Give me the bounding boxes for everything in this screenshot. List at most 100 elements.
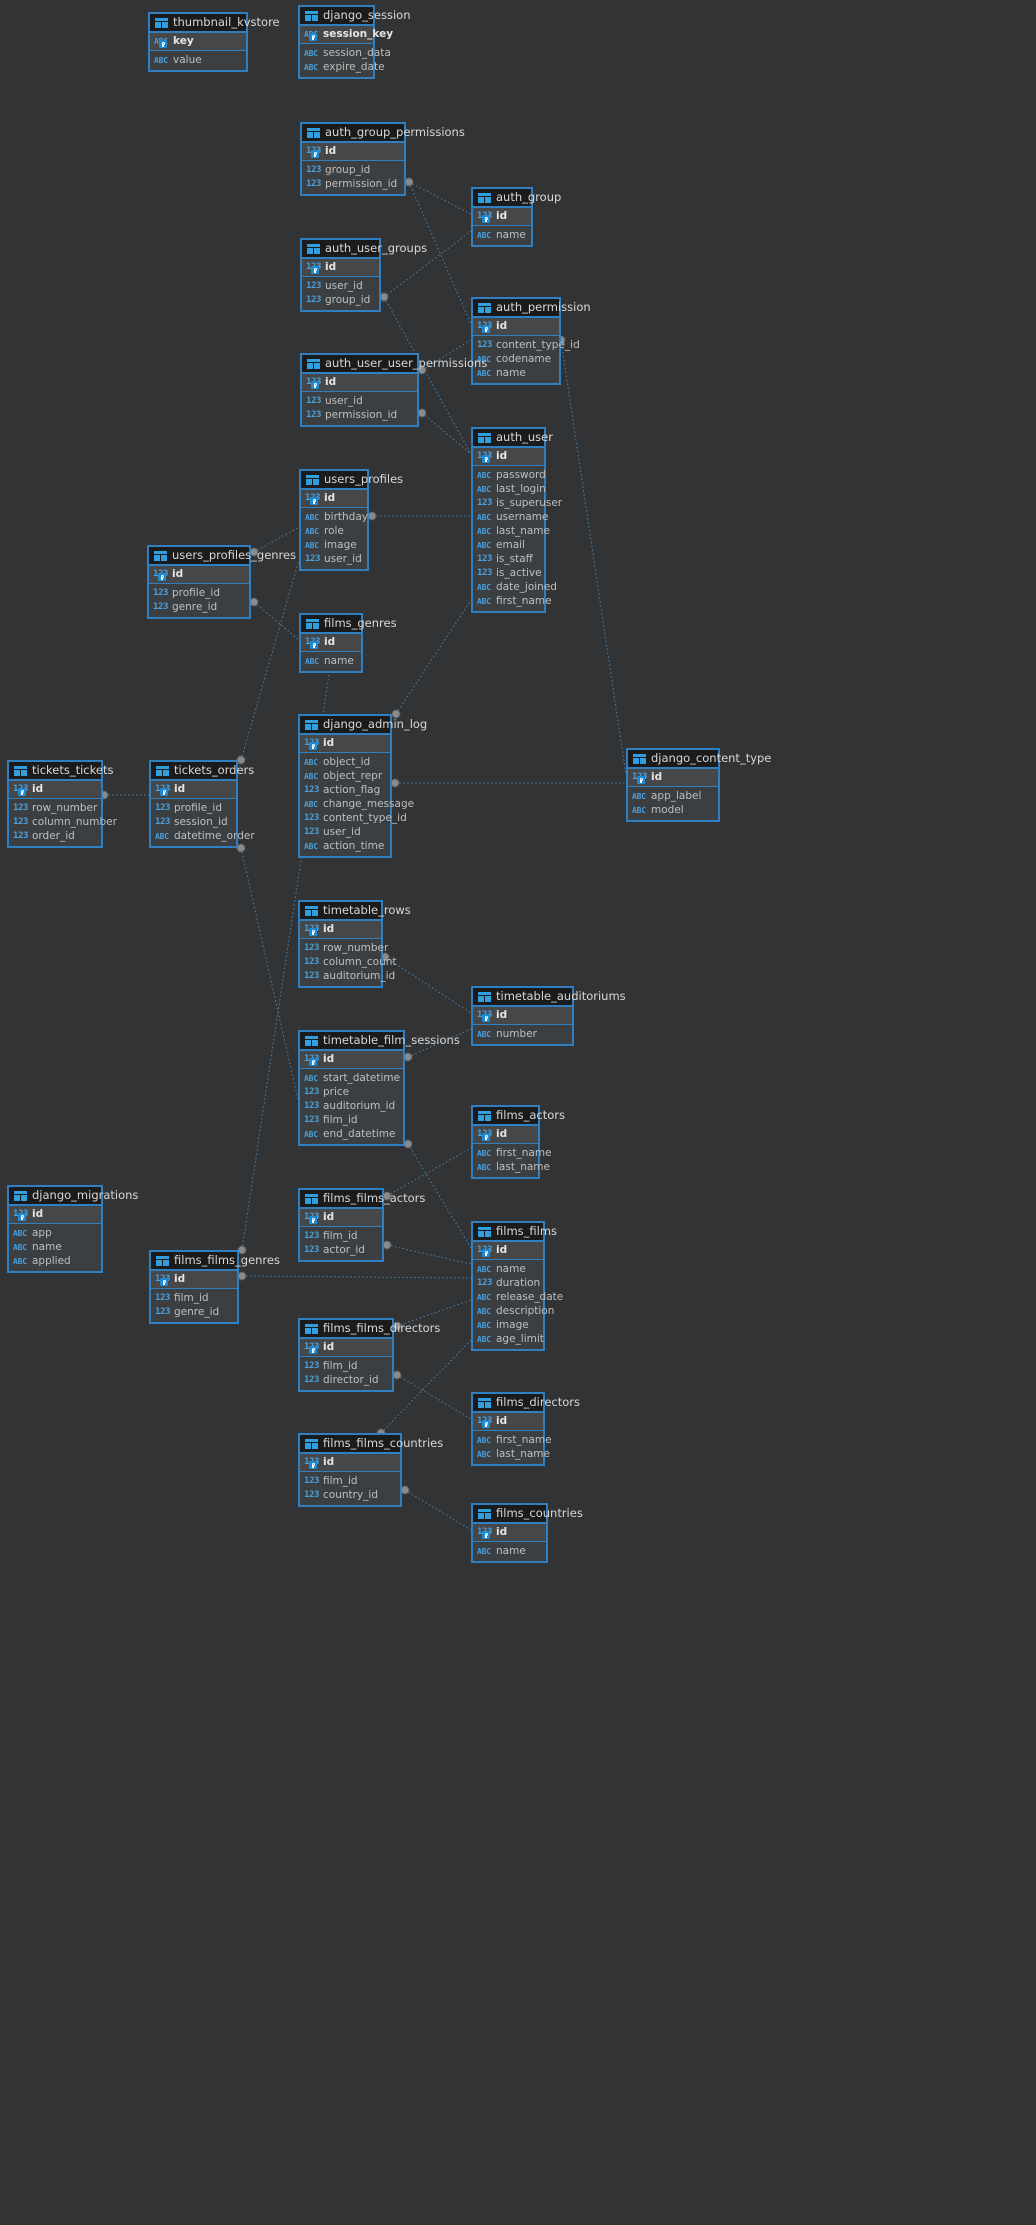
primary-key-row[interactable]: 123id <box>473 318 559 336</box>
table-node-films_films_directors[interactable]: films_films_directors123id 123film_id123d… <box>298 1318 440 1392</box>
primary-key-row[interactable]: 123id <box>151 1271 237 1289</box>
table-header[interactable]: django_migrations <box>9 1187 138 1206</box>
table-node-films_films_actors[interactable]: films_films_actors123id123film_id123acto… <box>298 1188 425 1262</box>
primary-key-row[interactable]: 123id <box>300 1051 403 1069</box>
table-node-timetable_film_sessions[interactable]: timetable_film_sessions123idABCstart_dat… <box>298 1030 460 1146</box>
table-header[interactable]: films_films_actors <box>300 1190 425 1209</box>
primary-key-row[interactable]: 123id <box>300 921 381 939</box>
table-node-films_films[interactable]: films_films123idABCname123durationABCrel… <box>471 1221 563 1351</box>
table-node-django_session[interactable]: django_sessionABCsession_keyABCsession_d… <box>298 5 411 79</box>
table-node-auth_permission[interactable]: auth_permission123id 123content_type_idAB… <box>471 297 591 385</box>
table-header[interactable]: thumbnail_kvstore <box>150 14 280 33</box>
primary-key-row[interactable]: 123id <box>302 259 379 277</box>
table-header[interactable]: auth_permission <box>473 299 591 318</box>
table-header[interactable]: timetable_rows <box>300 902 411 921</box>
table-node-auth_group[interactable]: auth_group123idABCname <box>471 187 561 247</box>
primary-key-row[interactable]: 123id <box>149 566 249 584</box>
table-header[interactable]: films_countries <box>473 1505 583 1524</box>
table-node-timetable_rows[interactable]: timetable_rows123id123row_number123colum… <box>298 900 411 988</box>
primary-key-row[interactable]: 123id <box>473 1524 546 1542</box>
primary-key-row[interactable]: 123id <box>473 1126 538 1144</box>
table-header[interactable]: films_films_countries <box>300 1435 443 1454</box>
table-node-auth_group_permissions[interactable]: auth_group_permissions123id123group_id12… <box>300 122 465 196</box>
primary-key-row[interactable]: 123id <box>300 1339 392 1357</box>
table-header[interactable]: films_directors <box>473 1394 580 1413</box>
table-header[interactable]: films_actors <box>473 1107 565 1126</box>
table-header[interactable]: django_session <box>300 7 411 26</box>
primary-key-row[interactable]: 123id <box>473 1413 543 1431</box>
table-node-django_content_type[interactable]: django_content_type123idABCapp_labelABCm… <box>626 748 771 822</box>
table-node-django_admin_log[interactable]: django_admin_log123idABCobject_idABCobje… <box>298 714 427 858</box>
table-node-films_actors[interactable]: films_actors123idABCfirst_nameABClast_na… <box>471 1105 565 1179</box>
primary-key-row[interactable]: 123id <box>300 1209 382 1227</box>
table-header[interactable]: films_films_directors <box>300 1320 440 1339</box>
table-header[interactable]: films_films_genres <box>151 1252 280 1271</box>
primary-key-row[interactable]: 123id <box>9 1206 101 1224</box>
table-header[interactable]: users_profiles <box>301 471 403 490</box>
table-header[interactable]: auth_group_permissions <box>302 124 465 143</box>
table-node-users_profiles_genres[interactable]: users_profiles_genres123id123profile_id1… <box>147 545 296 619</box>
table-header[interactable]: tickets_tickets <box>9 762 113 781</box>
primary-key-row[interactable]: 123id <box>300 1454 400 1472</box>
primary-key-row[interactable]: 123id <box>628 769 718 787</box>
table-node-films_directors[interactable]: films_directors123idABCfirst_nameABClast… <box>471 1392 580 1466</box>
table-header[interactable]: films_genres <box>301 615 397 634</box>
primary-key-row[interactable]: 123id <box>473 1007 572 1025</box>
table-node-thumbnail_kvstore[interactable]: thumbnail_kvstoreABCkeyABCvalue <box>148 12 280 72</box>
primary-key-row[interactable]: 123id <box>302 143 404 161</box>
table-header[interactable]: django_admin_log <box>300 716 427 735</box>
primary-key-row[interactable]: ABCkey <box>150 33 246 51</box>
table-node-films_genres[interactable]: films_genres123idABCname <box>299 613 397 673</box>
table-node-films_films_countries[interactable]: films_films_countries123id123film_id123c… <box>298 1433 443 1507</box>
table-header[interactable]: auth_user <box>473 429 553 448</box>
table-node-auth_user[interactable]: auth_user123idABCpasswordABClast_login12… <box>471 427 562 613</box>
primary-key-row[interactable]: 123id <box>151 781 236 799</box>
table-node-auth_user_groups[interactable]: auth_user_groups123id123user_id123group_… <box>300 238 427 312</box>
table-header[interactable]: tickets_orders <box>151 762 254 781</box>
